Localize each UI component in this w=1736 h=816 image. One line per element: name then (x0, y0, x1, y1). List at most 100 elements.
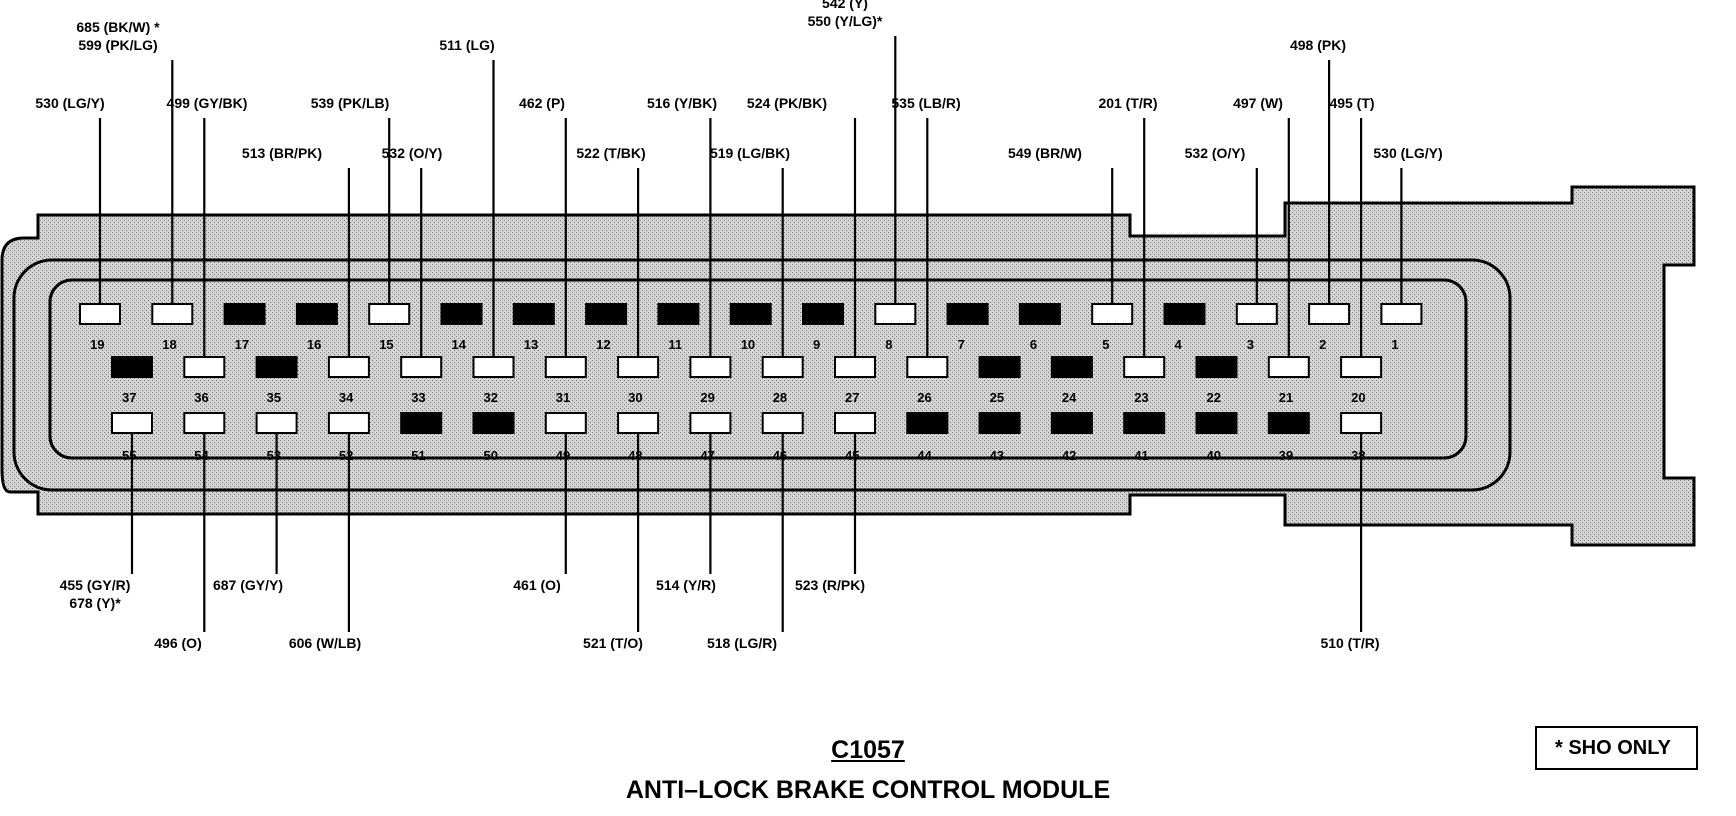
wire-label: 685 (BK/W) * (76, 19, 160, 35)
wire-label: 524 (PK/BK) (747, 95, 827, 111)
pin-terminal (111, 412, 153, 434)
pin-number: 6 (1030, 337, 1037, 352)
connector-name: ANTI–LOCK BRAKE CONTROL MODULE (625, 776, 1111, 804)
wire-label: 201 (T/R) (1098, 95, 1157, 111)
sho-only-legend: * SHO ONLY (1535, 726, 1698, 770)
pin-terminal (1308, 303, 1351, 325)
empty-cavity (657, 303, 700, 325)
empty-cavity (223, 303, 266, 325)
pin-number: 10 (741, 337, 755, 352)
pin-number: 47 (700, 448, 714, 463)
empty-cavity (400, 412, 443, 434)
pin-number: 34 (339, 390, 354, 405)
pin-number: 14 (452, 337, 467, 352)
pin-number: 48 (628, 448, 642, 463)
empty-cavity (729, 303, 772, 325)
pin-number: 28 (773, 390, 787, 405)
pin-terminal (761, 412, 804, 434)
wire-label: 687 (GY/Y) (213, 577, 283, 593)
wire-label: 499 (GY/BK) (167, 95, 248, 111)
pin-number: 12 (596, 337, 610, 352)
empty-cavity (1267, 412, 1310, 434)
pin-number: 24 (1062, 390, 1077, 405)
wire-leads (98, 36, 1403, 632)
pin-number: 50 (484, 448, 498, 463)
pin-number: 29 (700, 390, 714, 405)
pin-number: 35 (267, 390, 281, 405)
pin-number: 22 (1207, 390, 1221, 405)
wire-label: 514 (Y/R) (656, 577, 716, 593)
pin-number: 17 (235, 337, 249, 352)
pin-terminal (255, 412, 298, 434)
wire-label: 539 (PK/LB) (311, 95, 390, 111)
empty-cavity (295, 303, 338, 325)
wire-label: 519 (LG/BK) (710, 145, 790, 161)
pin-number: 7 (958, 337, 965, 352)
empty-cavity (111, 356, 153, 378)
pin-number: 25 (990, 390, 1004, 405)
pin-terminal (617, 356, 660, 378)
pin-terminal (544, 356, 587, 378)
pin-number: 42 (1062, 448, 1076, 463)
pin-terminal (400, 356, 443, 378)
empty-cavity (512, 303, 555, 325)
pin-number: 16 (307, 337, 321, 352)
wire-label: 496 (O) (154, 635, 201, 651)
pin-number: 5 (1102, 337, 1109, 352)
wire-label: 606 (W/LB) (289, 635, 361, 651)
wire-label: 497 (W) (1233, 95, 1283, 111)
pin-number: 41 (1134, 448, 1148, 463)
pin-number: 8 (885, 337, 892, 352)
pin-terminal (183, 412, 226, 434)
pin-number: 30 (628, 390, 642, 405)
wire-label: 542 (Y) (822, 0, 868, 11)
pin-terminal (834, 412, 876, 434)
pin-terminal (761, 356, 804, 378)
pin-number: 38 (1351, 448, 1365, 463)
wire-label: 530 (LG/Y) (1373, 145, 1442, 161)
wire-label: 498 (PK) (1290, 37, 1346, 53)
wire-label: 523 (R/PK) (795, 577, 865, 593)
pin-number: 43 (990, 448, 1004, 463)
empty-cavity (1195, 412, 1238, 434)
empty-cavity (906, 412, 949, 434)
pin-terminal (1091, 303, 1134, 325)
pin-number: 18 (162, 337, 176, 352)
pin-terminal (689, 412, 732, 434)
pin-number: 39 (1279, 448, 1293, 463)
pin-terminal (1380, 303, 1423, 325)
connector-id: C1057 (831, 736, 905, 764)
wire-label: 549 (BR/W) (1008, 145, 1082, 161)
wire-label: 495 (T) (1329, 95, 1374, 111)
wire-label: 532 (O/Y) (1185, 145, 1246, 161)
pin-terminal (1340, 412, 1383, 434)
empty-cavity (978, 356, 1021, 378)
empty-cavity (1050, 412, 1093, 434)
pin-number: 23 (1134, 390, 1148, 405)
pin-number: 51 (411, 448, 425, 463)
pin-number: 1 (1391, 337, 1398, 352)
empty-cavity (1195, 356, 1238, 378)
empty-cavity (978, 412, 1021, 434)
wire-label: 513 (BR/PK) (242, 145, 322, 161)
pin-number: 9 (813, 337, 820, 352)
pin-number: 54 (194, 448, 209, 463)
pin-number: 44 (917, 448, 932, 463)
empty-cavity (1018, 303, 1061, 325)
pin-terminal (79, 303, 121, 325)
empty-cavity (1123, 412, 1166, 434)
wire-label: 530 (LG/Y) (35, 95, 104, 111)
pin-number: 36 (194, 390, 208, 405)
pin-terminal (368, 303, 411, 325)
pin-number: 27 (845, 390, 859, 405)
wire-label: 455 (GY/R) (60, 577, 131, 593)
pin-terminal (689, 356, 732, 378)
wire-label: 461 (O) (513, 577, 560, 593)
pin-number: 49 (556, 448, 570, 463)
pin-terminal (327, 356, 370, 378)
pin-number: 53 (267, 448, 281, 463)
empty-cavity (946, 303, 989, 325)
wire-label: 522 (T/BK) (576, 145, 645, 161)
pin-terminal (1123, 356, 1166, 378)
